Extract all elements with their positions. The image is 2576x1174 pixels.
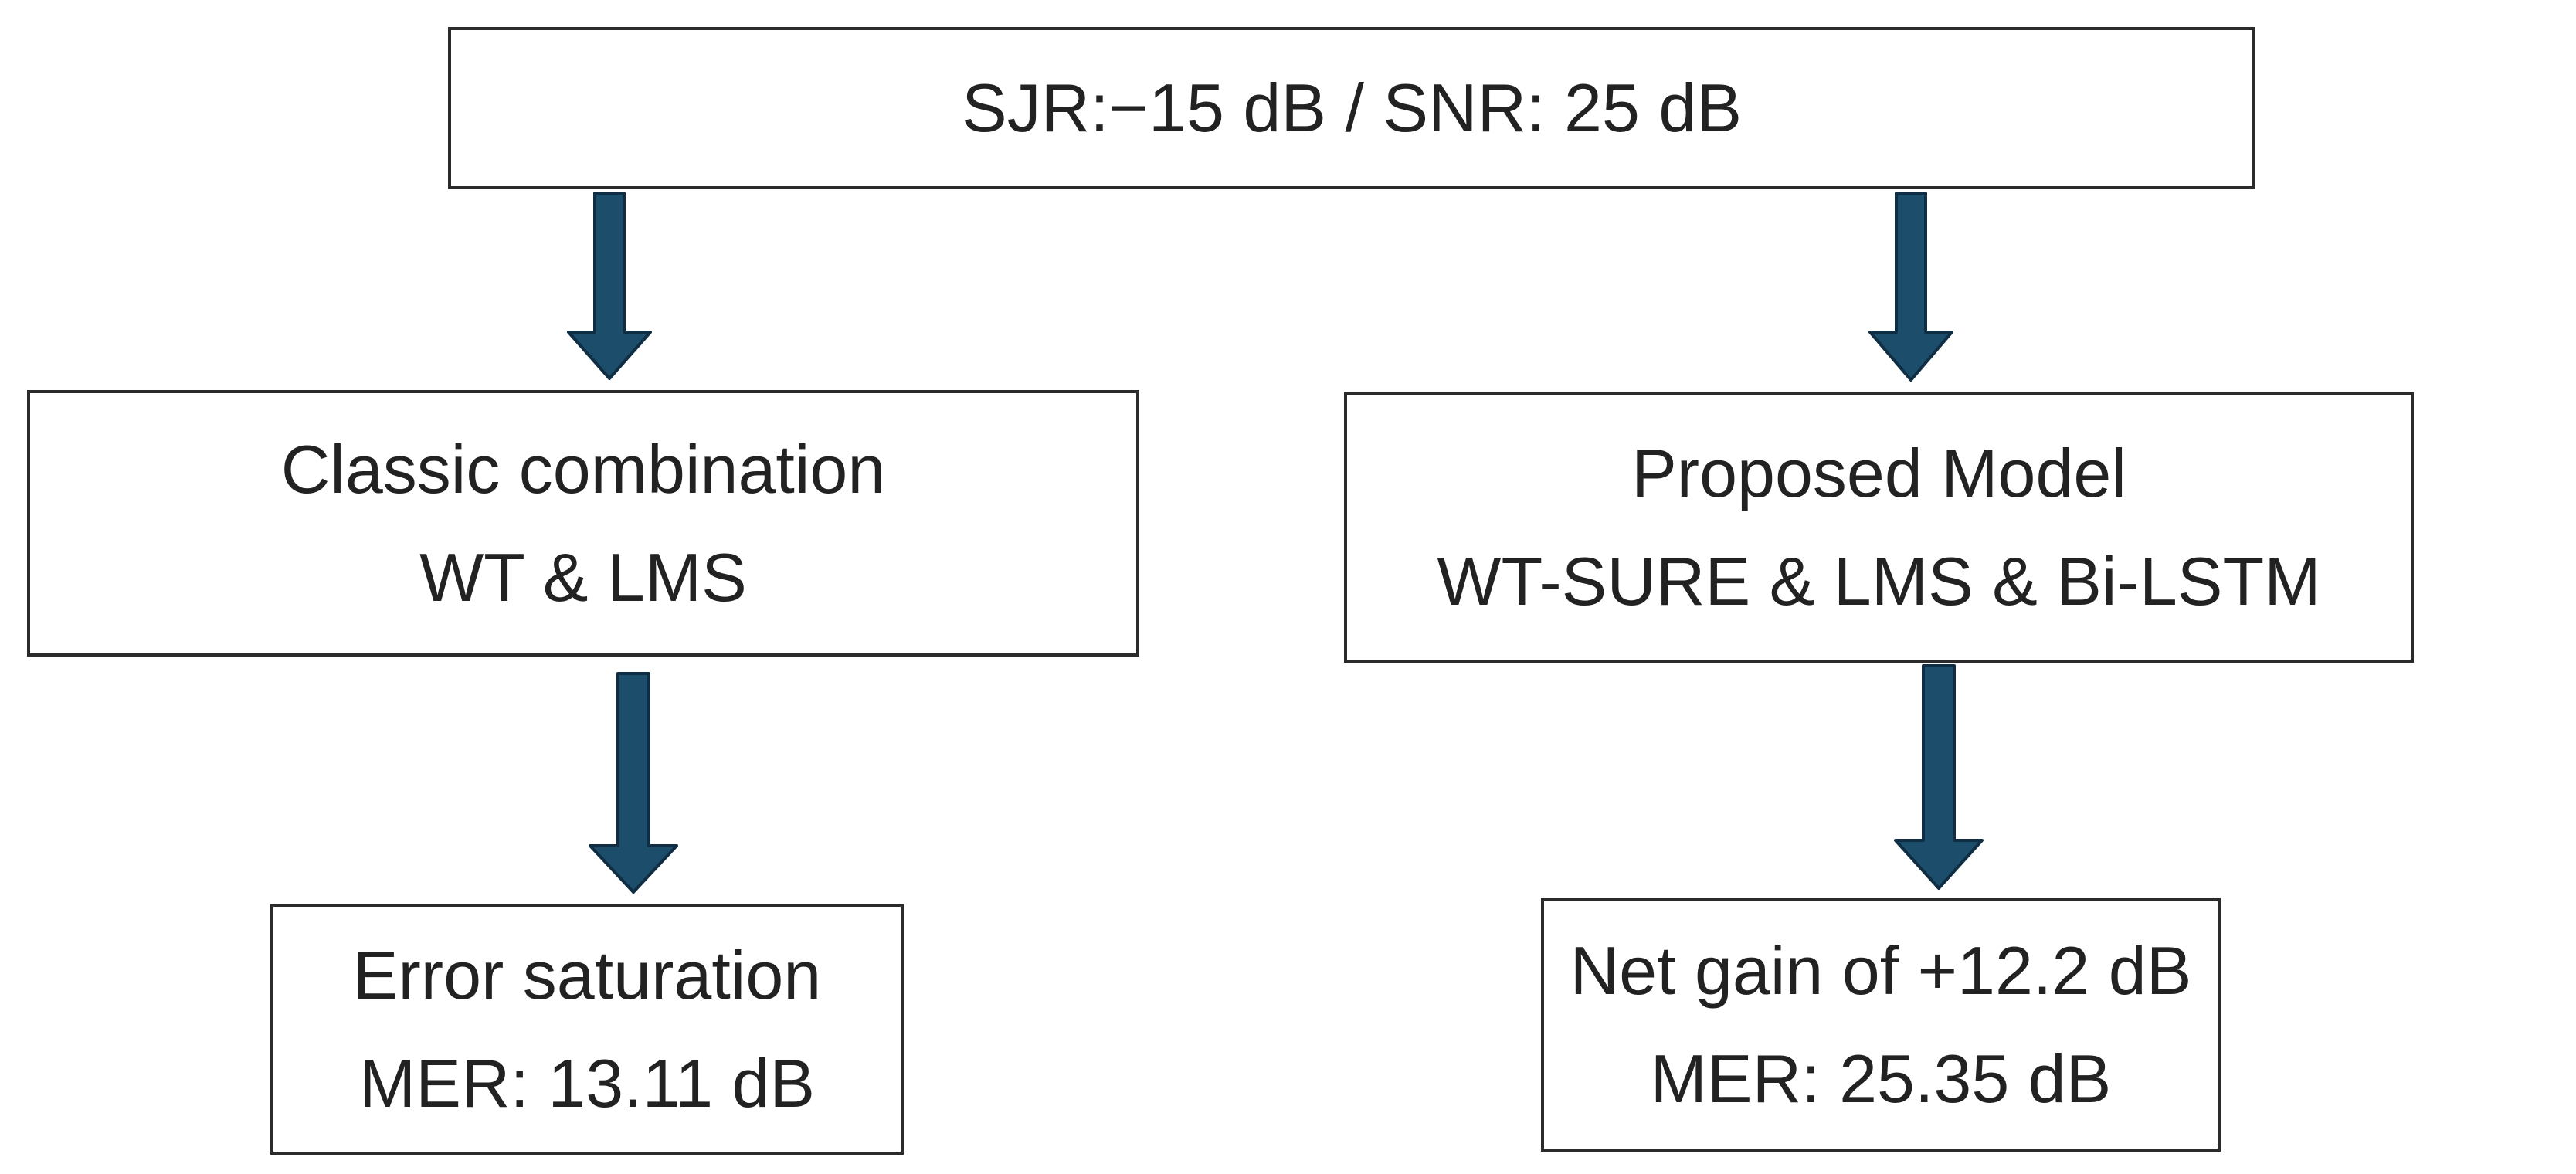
classic-result-label: Error saturation [352,936,822,1013]
classic-combination-box: Classic combination WT & LMS [27,390,1139,657]
proposed-title: Proposed Model [1631,435,2126,511]
classic-result-mer: MER: 13.11 dB [358,1044,816,1121]
input-conditions-box: SJR:−15 dB / SNR: 25 dB [448,27,2255,189]
classic-title: Classic combination [280,430,886,507]
classic-result-box: Error saturation MER: 13.11 dB [270,904,904,1155]
arrow-input-to-classic [567,192,652,380]
proposed-result-mer: MER: 25.35 dB [1650,1040,2112,1117]
input-conditions-text: SJR:−15 dB / SNR: 25 dB [961,70,1743,146]
arrow-proposed-to-result [1894,664,1984,890]
proposed-result-gain: Net gain of +12.2 dB [1570,932,2192,1009]
proposed-result-box: Net gain of +12.2 dB MER: 25.35 dB [1541,898,2221,1152]
proposed-model-box: Proposed Model WT-SURE & LMS & Bi-LSTM [1344,392,2414,663]
proposed-methods: WT-SURE & LMS & Bi-LSTM [1437,543,2321,619]
arrow-classic-to-result [589,672,678,894]
arrow-input-to-proposed [1868,192,1953,382]
classic-methods: WT & LMS [419,538,747,616]
